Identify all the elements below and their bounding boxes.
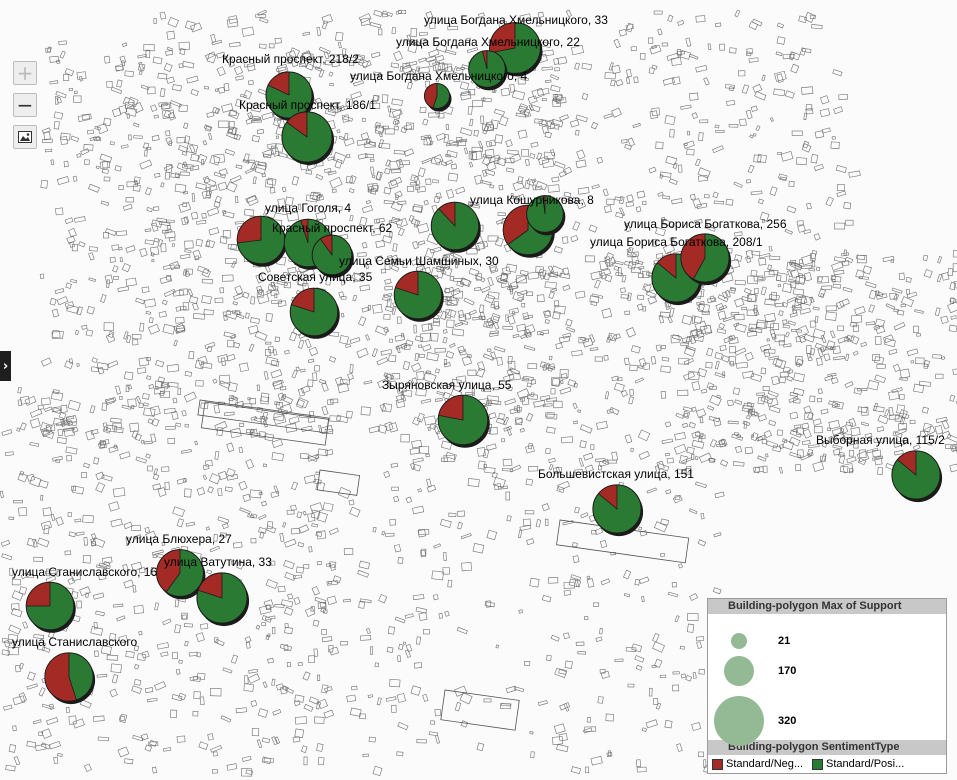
pie-marker[interactable]: [437, 394, 490, 448]
pie-marker[interactable]: [25, 581, 76, 633]
pie-slice-negative: [267, 71, 290, 96]
pie-slice-negative: [286, 111, 308, 138]
pie-label: улица Бориса Богаткова, 208/1: [590, 235, 763, 249]
pie-slice-negative: [156, 549, 181, 593]
pie-label: улица Богдана Хмельницкого, 4: [350, 69, 528, 83]
pie-slice-negative: [319, 234, 333, 257]
pie-label: улица Ватутина, 33: [164, 555, 272, 569]
pie-label: Красный проспект, 62: [272, 221, 393, 235]
pie-label: Красный проспект, 186/1: [239, 98, 376, 112]
pie-label: Красный проспект, 218/2: [222, 52, 359, 66]
color-legend: Standard/Neg... Standard/Posi...: [708, 755, 946, 773]
pie-label: Советская улица, 35: [258, 270, 373, 284]
pie-label: улица Станиславского: [12, 635, 137, 649]
size-legend-circle: [724, 656, 754, 686]
pie-slice-negative: [236, 215, 262, 244]
pie-layer: [25, 22, 943, 705]
pie-marker[interactable]: [156, 549, 206, 600]
pie-slice-negative: [680, 233, 706, 280]
size-legend-circle: [714, 696, 764, 746]
size-legend-label: 21: [778, 635, 791, 647]
pie-slice-negative: [438, 394, 464, 421]
export-image-button[interactable]: [13, 125, 37, 149]
pie-slice-negative: [438, 201, 456, 228]
pie-marker[interactable]: [526, 195, 566, 236]
pie-label: улица Богдана Хмельницкого, 33: [424, 13, 608, 27]
map-legend: Building-polygon Max of Support 21 170 3…: [707, 598, 947, 774]
pie-label: Зыряновская улица, 55: [382, 378, 512, 392]
pie-label: улица Богдана Хмельницкого, 22: [396, 35, 580, 49]
pie-marker[interactable]: [468, 50, 508, 91]
pie-label: улица Станиславского, 16: [12, 565, 157, 579]
pie-slice-negative: [25, 581, 51, 607]
pie-slice-negative: [300, 218, 309, 244]
pie-slice-negative: [424, 83, 438, 109]
pie-slice-negative: [197, 572, 223, 599]
expand-panel-chevron-icon[interactable]: ›: [0, 351, 11, 381]
pie-marker[interactable]: [311, 234, 354, 278]
pie-slice-negative: [481, 50, 488, 70]
pie-marker[interactable]: [236, 215, 287, 267]
legend-item-label: Standard/Posi...: [826, 758, 905, 770]
size-legend-label: 170: [778, 665, 797, 677]
zoom-in-button[interactable]: +: [13, 61, 37, 85]
pie-slice-negative: [290, 287, 315, 313]
positive-swatch: [812, 758, 823, 770]
pie-marker[interactable]: [289, 287, 340, 339]
legend-item-positive[interactable]: Standard/Posi...: [812, 758, 912, 770]
pie-marker[interactable]: [592, 484, 644, 537]
pie-slice-negative: [394, 270, 419, 296]
size-legend-title: Building-polygon Max of Support: [708, 599, 946, 614]
pie-marker[interactable]: [393, 270, 444, 322]
pie-label: Выборная улица, 115/2: [816, 433, 945, 447]
pie-slice-negative: [542, 195, 546, 215]
pie-slice-negative: [502, 204, 529, 246]
pie-slice-negative: [597, 484, 618, 510]
size-legend-circle: [731, 633, 747, 649]
pie-marker[interactable]: [430, 201, 481, 253]
pie-label: улица Кошурникова, 8: [470, 193, 594, 207]
pie-label: улица Блюхера, 27: [126, 532, 232, 546]
pie-marker[interactable]: [265, 71, 315, 122]
pie-marker[interactable]: [196, 572, 250, 627]
zoom-out-button[interactable]: −: [13, 93, 37, 117]
pie-label: улица Бориса Богаткова, 256: [624, 217, 787, 231]
image-icon: [18, 131, 32, 143]
pie-marker[interactable]: [281, 111, 335, 166]
pie-marker[interactable]: [44, 652, 96, 705]
size-legend-label: 320: [778, 715, 797, 727]
negative-swatch: [712, 758, 723, 770]
size-legend: 21 170 320: [708, 614, 946, 746]
label-layer: улица Богдана Хмельницкого, 33 улица Богд…: [12, 13, 945, 649]
pie-marker[interactable]: [891, 450, 943, 503]
pie-slice-negative: [44, 652, 77, 702]
pie-marker[interactable]: [423, 82, 452, 112]
pie-label: Большевистская улица, 151: [538, 467, 694, 481]
legend-item-negative[interactable]: Standard/Neg...: [712, 758, 812, 770]
pie-label: улица Гоголя, 4: [265, 201, 351, 215]
pie-slice-negative: [896, 450, 917, 476]
pie-marker[interactable]: [680, 233, 732, 286]
pie-slice-negative: [656, 253, 677, 279]
color-legend-title: Building-polygon SentimentType: [708, 740, 946, 755]
pie-label: улица Семьи Шамшиных, 30: [339, 254, 499, 268]
legend-item-label: Standard/Neg...: [726, 758, 804, 770]
